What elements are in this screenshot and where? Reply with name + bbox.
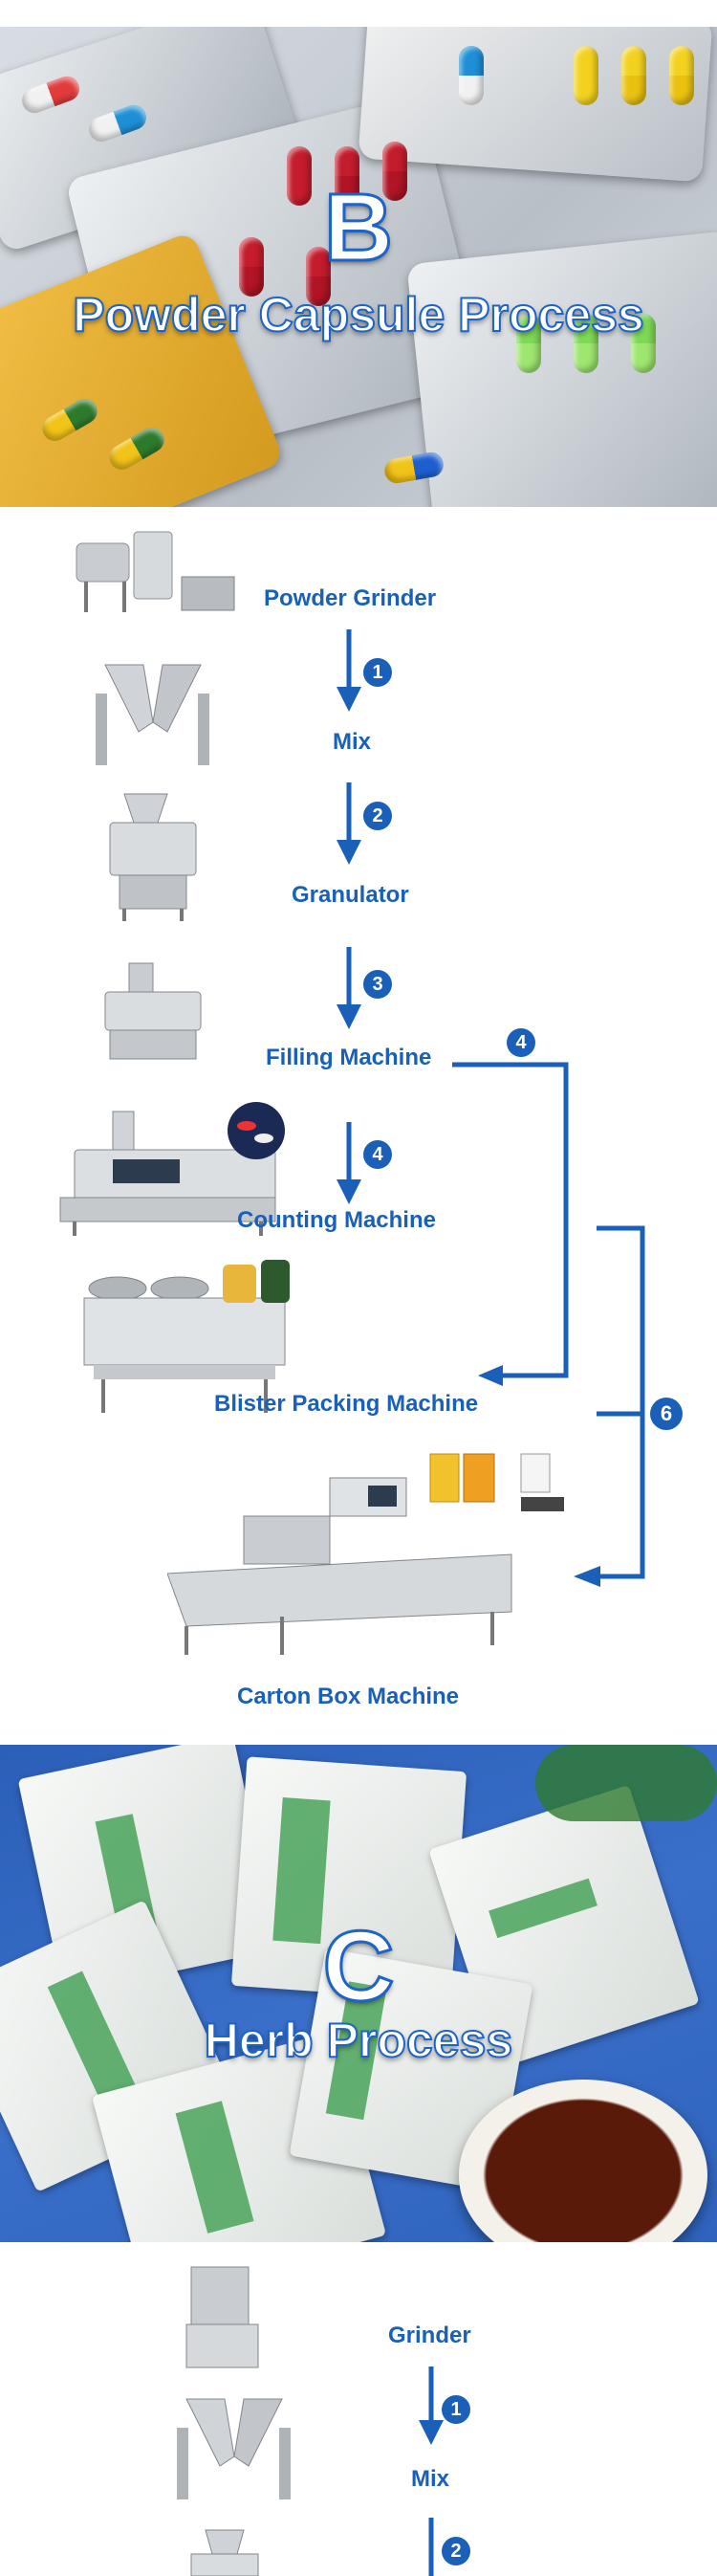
flow-arrow (337, 629, 361, 712)
section-title: Herb Process (204, 2013, 513, 2068)
blister-pack-image (358, 27, 713, 183)
step-number-badge: 3 (363, 970, 392, 999)
step-label-powder-grinder: Powder Grinder (264, 585, 437, 611)
granulator-image (109, 793, 197, 921)
step-number-badge: 6 (650, 1398, 683, 1430)
leaves-image (535, 1745, 717, 1821)
step-label-counting-machine: Counting Machine (237, 1207, 436, 1233)
flow-arrow (428, 2518, 434, 2576)
counting-machine-image (59, 1102, 285, 1236)
step-label-carton-box-machine: Carton Box Machine (237, 1684, 460, 1709)
powder-capsule-banner: B Powder Capsule Process (0, 27, 717, 507)
granulator-image (190, 2529, 259, 2576)
branch-arrow-filling-to-blister (452, 1062, 569, 1386)
step-label-filling-machine: Filling Machine (266, 1045, 432, 1070)
step-number-badge: 2 (363, 802, 392, 830)
step-number-badge: 2 (442, 2537, 470, 2565)
flow-arrow (337, 947, 361, 1029)
branch-arrow-to-carton (574, 1225, 645, 1587)
v-mixer-image (177, 2398, 291, 2499)
step-number-badge: 4 (507, 1028, 535, 1057)
step-label-granulator: Granulator (292, 882, 409, 908)
carton-box-machine-image (167, 1453, 564, 1655)
section-letter: B (322, 174, 394, 281)
flow-arrow (419, 2367, 444, 2445)
step-label-blister-packing-machine: Blister Packing Machine (214, 1391, 479, 1417)
herb-banner: C Herb Process (0, 1745, 717, 2242)
step-label-grinder: Grinder (388, 2323, 471, 2348)
step-number-badge: 4 (363, 1140, 392, 1169)
step-label-mix: Mix (411, 2466, 450, 2492)
powder-grinder-image (76, 531, 235, 612)
grinder-image (185, 2266, 259, 2368)
filling-machine-image (104, 962, 202, 1060)
flow-arrow (337, 782, 361, 865)
step-number-badge: 1 (442, 2395, 470, 2424)
flow-arrow (337, 1122, 361, 1204)
blister-packing-machine-image (83, 1260, 290, 1413)
step-number-badge: 1 (363, 658, 392, 687)
section-letter: C (321, 1911, 396, 2022)
step-label-mix: Mix (333, 729, 372, 755)
tea-cup-image (459, 2080, 707, 2242)
section-title: Powder Capsule Process (72, 287, 644, 342)
v-mixer-image (96, 664, 209, 765)
